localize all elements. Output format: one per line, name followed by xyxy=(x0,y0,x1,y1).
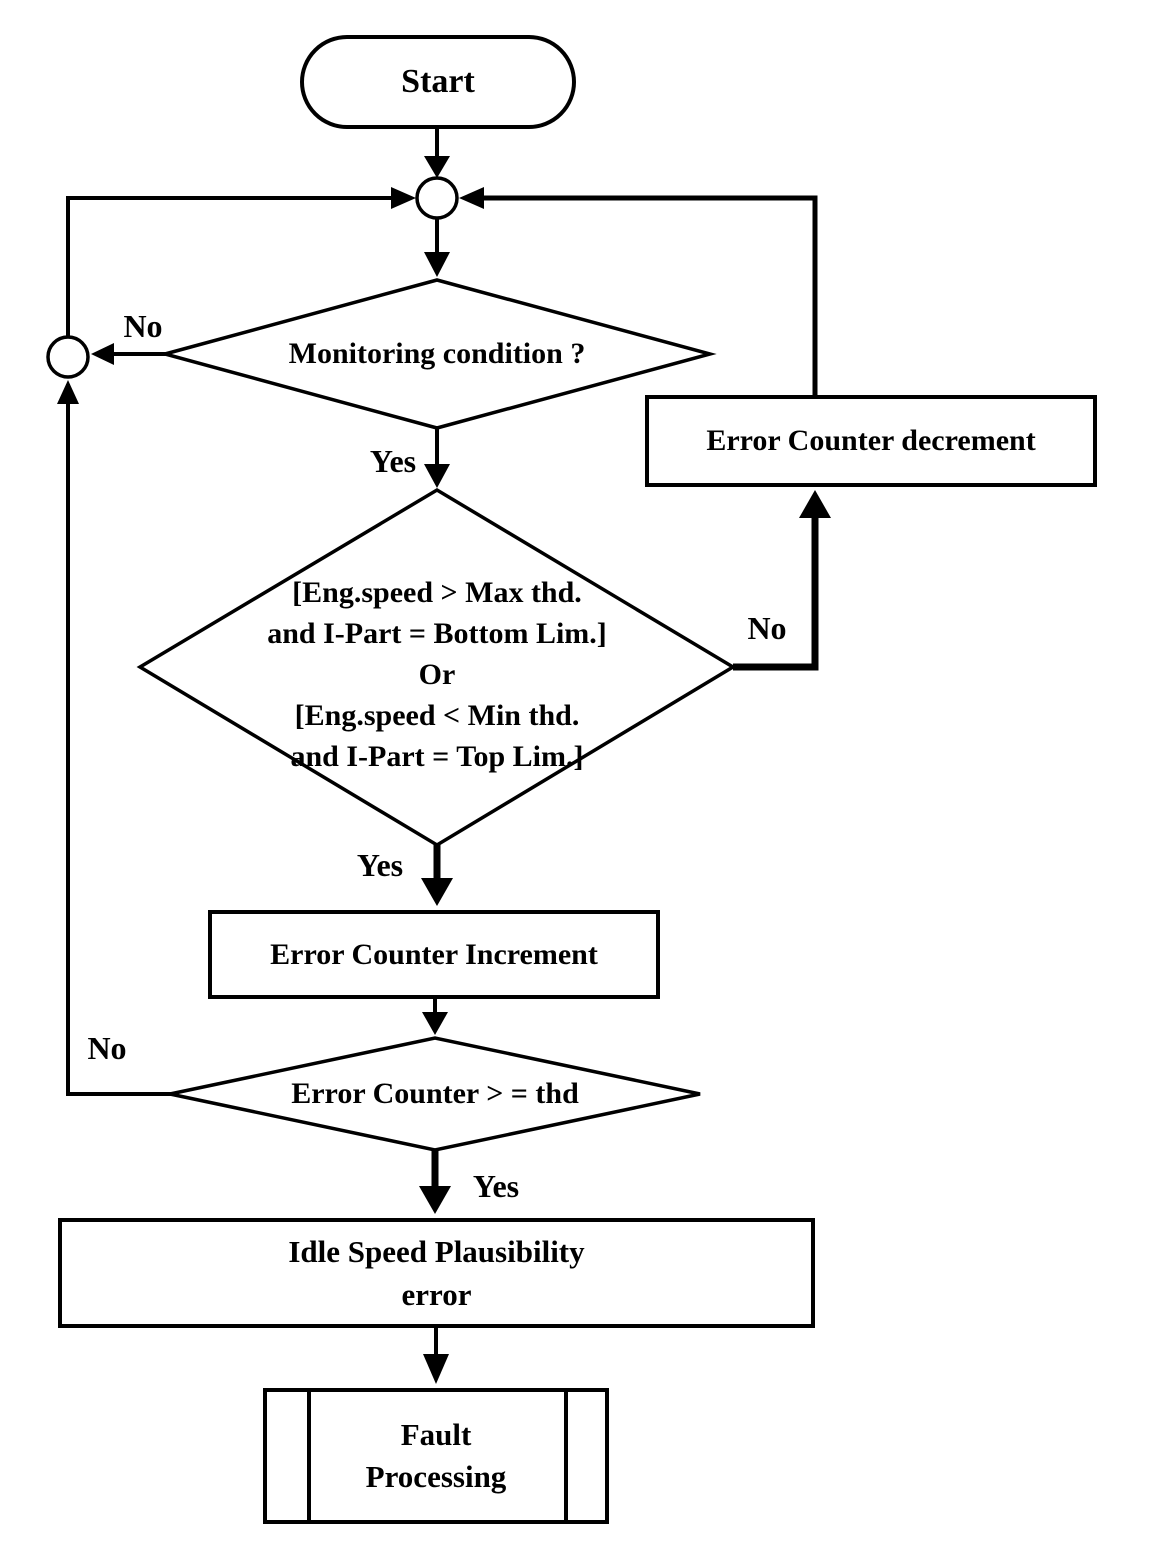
threshold-no-text: No xyxy=(87,1029,127,1066)
arrowhead-down-icon xyxy=(424,464,450,488)
speed-check-line-3: Or xyxy=(418,658,456,691)
junction-circle-left xyxy=(46,335,90,379)
edge-left-return xyxy=(66,196,396,338)
speed-check-no-label: No xyxy=(732,608,802,648)
threshold-no-label: No xyxy=(72,1028,142,1068)
arrowhead-down-icon xyxy=(424,252,450,277)
speed-check-no-text: No xyxy=(747,609,787,646)
speed-check-decision-label: [Eng.speed > Max thd. and I-Part = Botto… xyxy=(227,572,647,777)
speed-check-yes-label: Yes xyxy=(342,845,418,885)
arrowhead-down-icon xyxy=(424,156,450,178)
fault-line-1: Fault xyxy=(400,1417,472,1452)
arrowhead-down-icon xyxy=(419,1186,451,1214)
edge-speed-check-no xyxy=(733,514,819,671)
monitoring-decision-shape xyxy=(158,278,717,430)
threshold-yes-label: Yes xyxy=(458,1166,534,1206)
fault-processing-box: Fault Processing xyxy=(263,1388,609,1524)
junction-circle-top xyxy=(415,176,459,220)
fault-line-2: Processing xyxy=(365,1459,507,1494)
arrowhead-up-icon xyxy=(57,380,79,404)
arrowhead-down-icon xyxy=(422,1012,448,1035)
speed-check-decision-shape xyxy=(136,487,737,848)
arrowhead-left-icon xyxy=(459,187,484,209)
predefined-process-left-bar xyxy=(307,1392,311,1520)
threshold-decision-text: Error Counter > = thd xyxy=(291,1077,579,1110)
monitoring-decision-text: Monitoring condition ? xyxy=(288,337,586,370)
idle-error-line-1: Idle Speed Plausibility xyxy=(288,1234,585,1269)
speed-check-line-4: [Eng.speed < Min thd. xyxy=(294,699,580,732)
speed-check-line-5: and I-Part = Top Lim.] xyxy=(290,740,584,773)
speed-check-line-1: [Eng.speed > Max thd. xyxy=(292,576,582,609)
start-label: Start xyxy=(401,63,475,100)
speed-check-line-2: and I-Part = Bottom Lim.] xyxy=(267,617,607,650)
edge-threshold-no xyxy=(66,384,178,1096)
threshold-decision-label: Error Counter > = thd xyxy=(235,1074,635,1114)
decrement-box: Error Counter decrement xyxy=(645,395,1097,487)
arrowhead-up-icon xyxy=(799,490,831,518)
increment-label: Error Counter Increment xyxy=(270,937,598,971)
arrowhead-left-icon xyxy=(91,343,114,365)
predefined-process-right-bar xyxy=(564,1392,568,1520)
monitoring-yes-text: Yes xyxy=(369,442,417,479)
threshold-decision-shape xyxy=(169,1036,701,1152)
monitoring-decision-label: Monitoring condition ? xyxy=(237,334,637,374)
monitoring-no-text: No xyxy=(123,307,163,344)
increment-box: Error Counter Increment xyxy=(208,910,660,999)
speed-check-yes-text: Yes xyxy=(356,846,404,883)
arrowhead-right-icon xyxy=(391,187,416,209)
idle-error-line-2: error xyxy=(401,1277,472,1312)
monitoring-no-label: No xyxy=(108,306,178,346)
idle-error-box: Idle Speed Plausibility error xyxy=(58,1218,815,1328)
monitoring-yes-label: Yes xyxy=(355,441,431,481)
threshold-yes-text: Yes xyxy=(472,1167,520,1204)
edge-decrement-return xyxy=(474,195,818,396)
decrement-label: Error Counter decrement xyxy=(706,424,1036,457)
start-node: Start xyxy=(300,35,576,129)
arrowhead-down-icon xyxy=(423,1354,449,1384)
arrowhead-down-icon xyxy=(421,878,453,906)
